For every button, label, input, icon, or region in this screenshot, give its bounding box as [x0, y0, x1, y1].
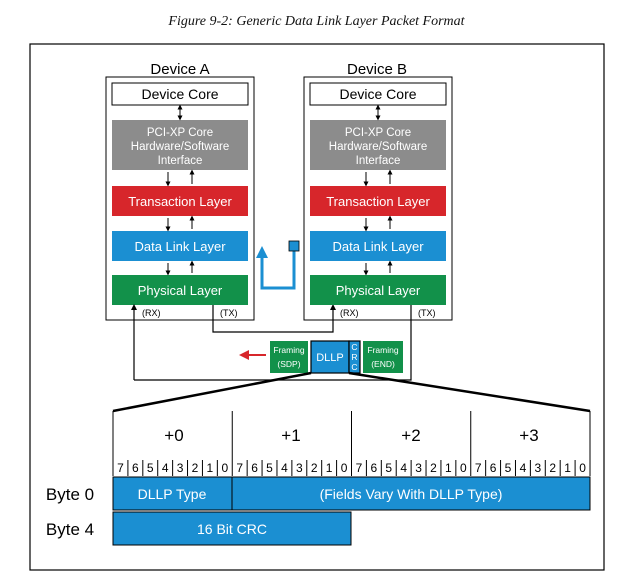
device-a-rx-label: (RX)	[142, 308, 161, 318]
bit-label: 3	[415, 461, 422, 475]
bit-label: 2	[311, 461, 318, 475]
expand-line-right	[348, 371, 591, 413]
bit-label: 3	[534, 461, 541, 475]
bit-label: 5	[385, 461, 392, 475]
device-b-outline	[303, 76, 453, 321]
device-b-interface-line3: Interface	[356, 155, 401, 167]
bit-label: 5	[505, 461, 512, 475]
framing-end-box	[363, 341, 403, 373]
dllp-label: DLLP	[316, 352, 344, 364]
bit-label: 5	[147, 461, 154, 475]
bit-label: 6	[371, 461, 378, 475]
framing-sdp-line1: Framing	[273, 345, 304, 355]
device-b-transaction-label: Transaction Layer	[326, 194, 430, 209]
device-b-interface-line1: PCI-XP Core	[345, 127, 411, 139]
device-a-transaction-box	[112, 186, 248, 216]
bit-label: 3	[177, 461, 184, 475]
bit-label: 0	[221, 461, 228, 475]
expand-line-left	[112, 371, 312, 413]
device-b-datalink-label: Data Link Layer	[332, 239, 424, 254]
crc-field: 16 Bit CRC	[197, 521, 267, 537]
bit-label: 4	[162, 461, 169, 475]
device-a-title: Device A	[150, 61, 209, 78]
device-a-interface-box	[112, 120, 248, 170]
device-a-interface-line1: PCI-XP Core	[147, 127, 213, 139]
bit-label: 6	[490, 461, 497, 475]
bit-label: 0	[341, 461, 348, 475]
figure-caption: Figure 9-2: Generic Data Link Layer Pack…	[168, 14, 465, 29]
bit-label: 4	[520, 461, 527, 475]
device-a-physical-label: Physical Layer	[138, 283, 223, 298]
crc-letter-3: C	[351, 362, 357, 372]
bit-ticks	[112, 411, 591, 476]
device-a-interface-line2: Hardware/Software	[131, 141, 229, 153]
device-b-rx-label: (RX)	[340, 308, 359, 318]
offset-3: +3	[519, 426, 538, 445]
offset-1: +1	[281, 426, 300, 445]
device-b-core-label: Device Core	[339, 86, 416, 102]
outer-frame	[29, 43, 605, 571]
bit-label: 4	[281, 461, 288, 475]
byte0-label: Byte 0	[46, 485, 94, 504]
dllp-packet: Framing (SDP) DLLP C R C Framing (END)	[239, 340, 403, 374]
bit-label: 6	[132, 461, 139, 475]
device-a-tx-label: (TX)	[220, 308, 238, 318]
framing-end-line1: Framing	[367, 345, 398, 355]
framing-end-line2: (END)	[371, 359, 395, 369]
bit-label: 7	[236, 461, 243, 475]
device-b-physical-label: Physical Layer	[336, 283, 421, 298]
crc-letter-1: C	[351, 342, 357, 352]
framing-sdp-box	[270, 341, 308, 373]
device-a-physical-box	[112, 275, 248, 305]
device-b: Device B Device Core PCI-XP Core Hardwar…	[134, 61, 453, 381]
byte4-label: Byte 4	[46, 520, 94, 539]
bit-label: 3	[296, 461, 303, 475]
dllp-type-field: DLLP Type	[138, 486, 207, 502]
framing-sdp-line2: (SDP)	[277, 359, 300, 369]
b-tx-to-a-rx-line	[134, 305, 412, 381]
byte0-row	[112, 476, 591, 511]
device-b-transaction-box	[310, 186, 446, 216]
device-a-outline	[105, 76, 255, 321]
device-b-interface-box	[310, 120, 446, 170]
bit-label: 1	[207, 461, 214, 475]
offset-2: +2	[401, 426, 420, 445]
bit-label: 1	[445, 461, 452, 475]
bit-label: 0	[460, 461, 467, 475]
bit-label: 7	[356, 461, 363, 475]
byte4-row	[112, 511, 352, 546]
bit-label: 5	[266, 461, 273, 475]
bit-label: 1	[326, 461, 333, 475]
device-b-datalink-box	[310, 231, 446, 261]
offset-0: +0	[164, 426, 183, 445]
device-a-core-label: Device Core	[141, 86, 218, 102]
bit-label: 0	[579, 461, 586, 475]
dllp-box	[310, 340, 350, 374]
vary-fields-field: (Fields Vary With DLLP Type)	[320, 486, 503, 502]
device-b-physical-box	[310, 275, 446, 305]
bit-label: 1	[564, 461, 571, 475]
bit-label: 2	[192, 461, 199, 475]
device-a-interface-line3: Interface	[158, 155, 203, 167]
bit-label: 2	[549, 461, 556, 475]
device-a-datalink-box	[112, 231, 248, 261]
device-a-transaction-label: Transaction Layer	[128, 194, 232, 209]
device-a-datalink-label: Data Link Layer	[134, 239, 226, 254]
bit-label: 7	[117, 461, 124, 475]
bit-label: 7	[475, 461, 482, 475]
crc-letter-2: R	[351, 352, 357, 362]
dllp-flow-arrow	[256, 246, 296, 290]
bit-label: 2	[430, 461, 437, 475]
bit-label: 6	[251, 461, 258, 475]
bit-label: 4	[400, 461, 407, 475]
dllp-flow-square	[288, 240, 300, 252]
device-b-tx-label: (TX)	[418, 308, 436, 318]
device-b-title: Device B	[347, 61, 407, 78]
device-a: Device A Device Core PCI-XP Core Hardwar…	[105, 61, 336, 380]
device-b-interface-line2: Hardware/Software	[329, 141, 427, 153]
